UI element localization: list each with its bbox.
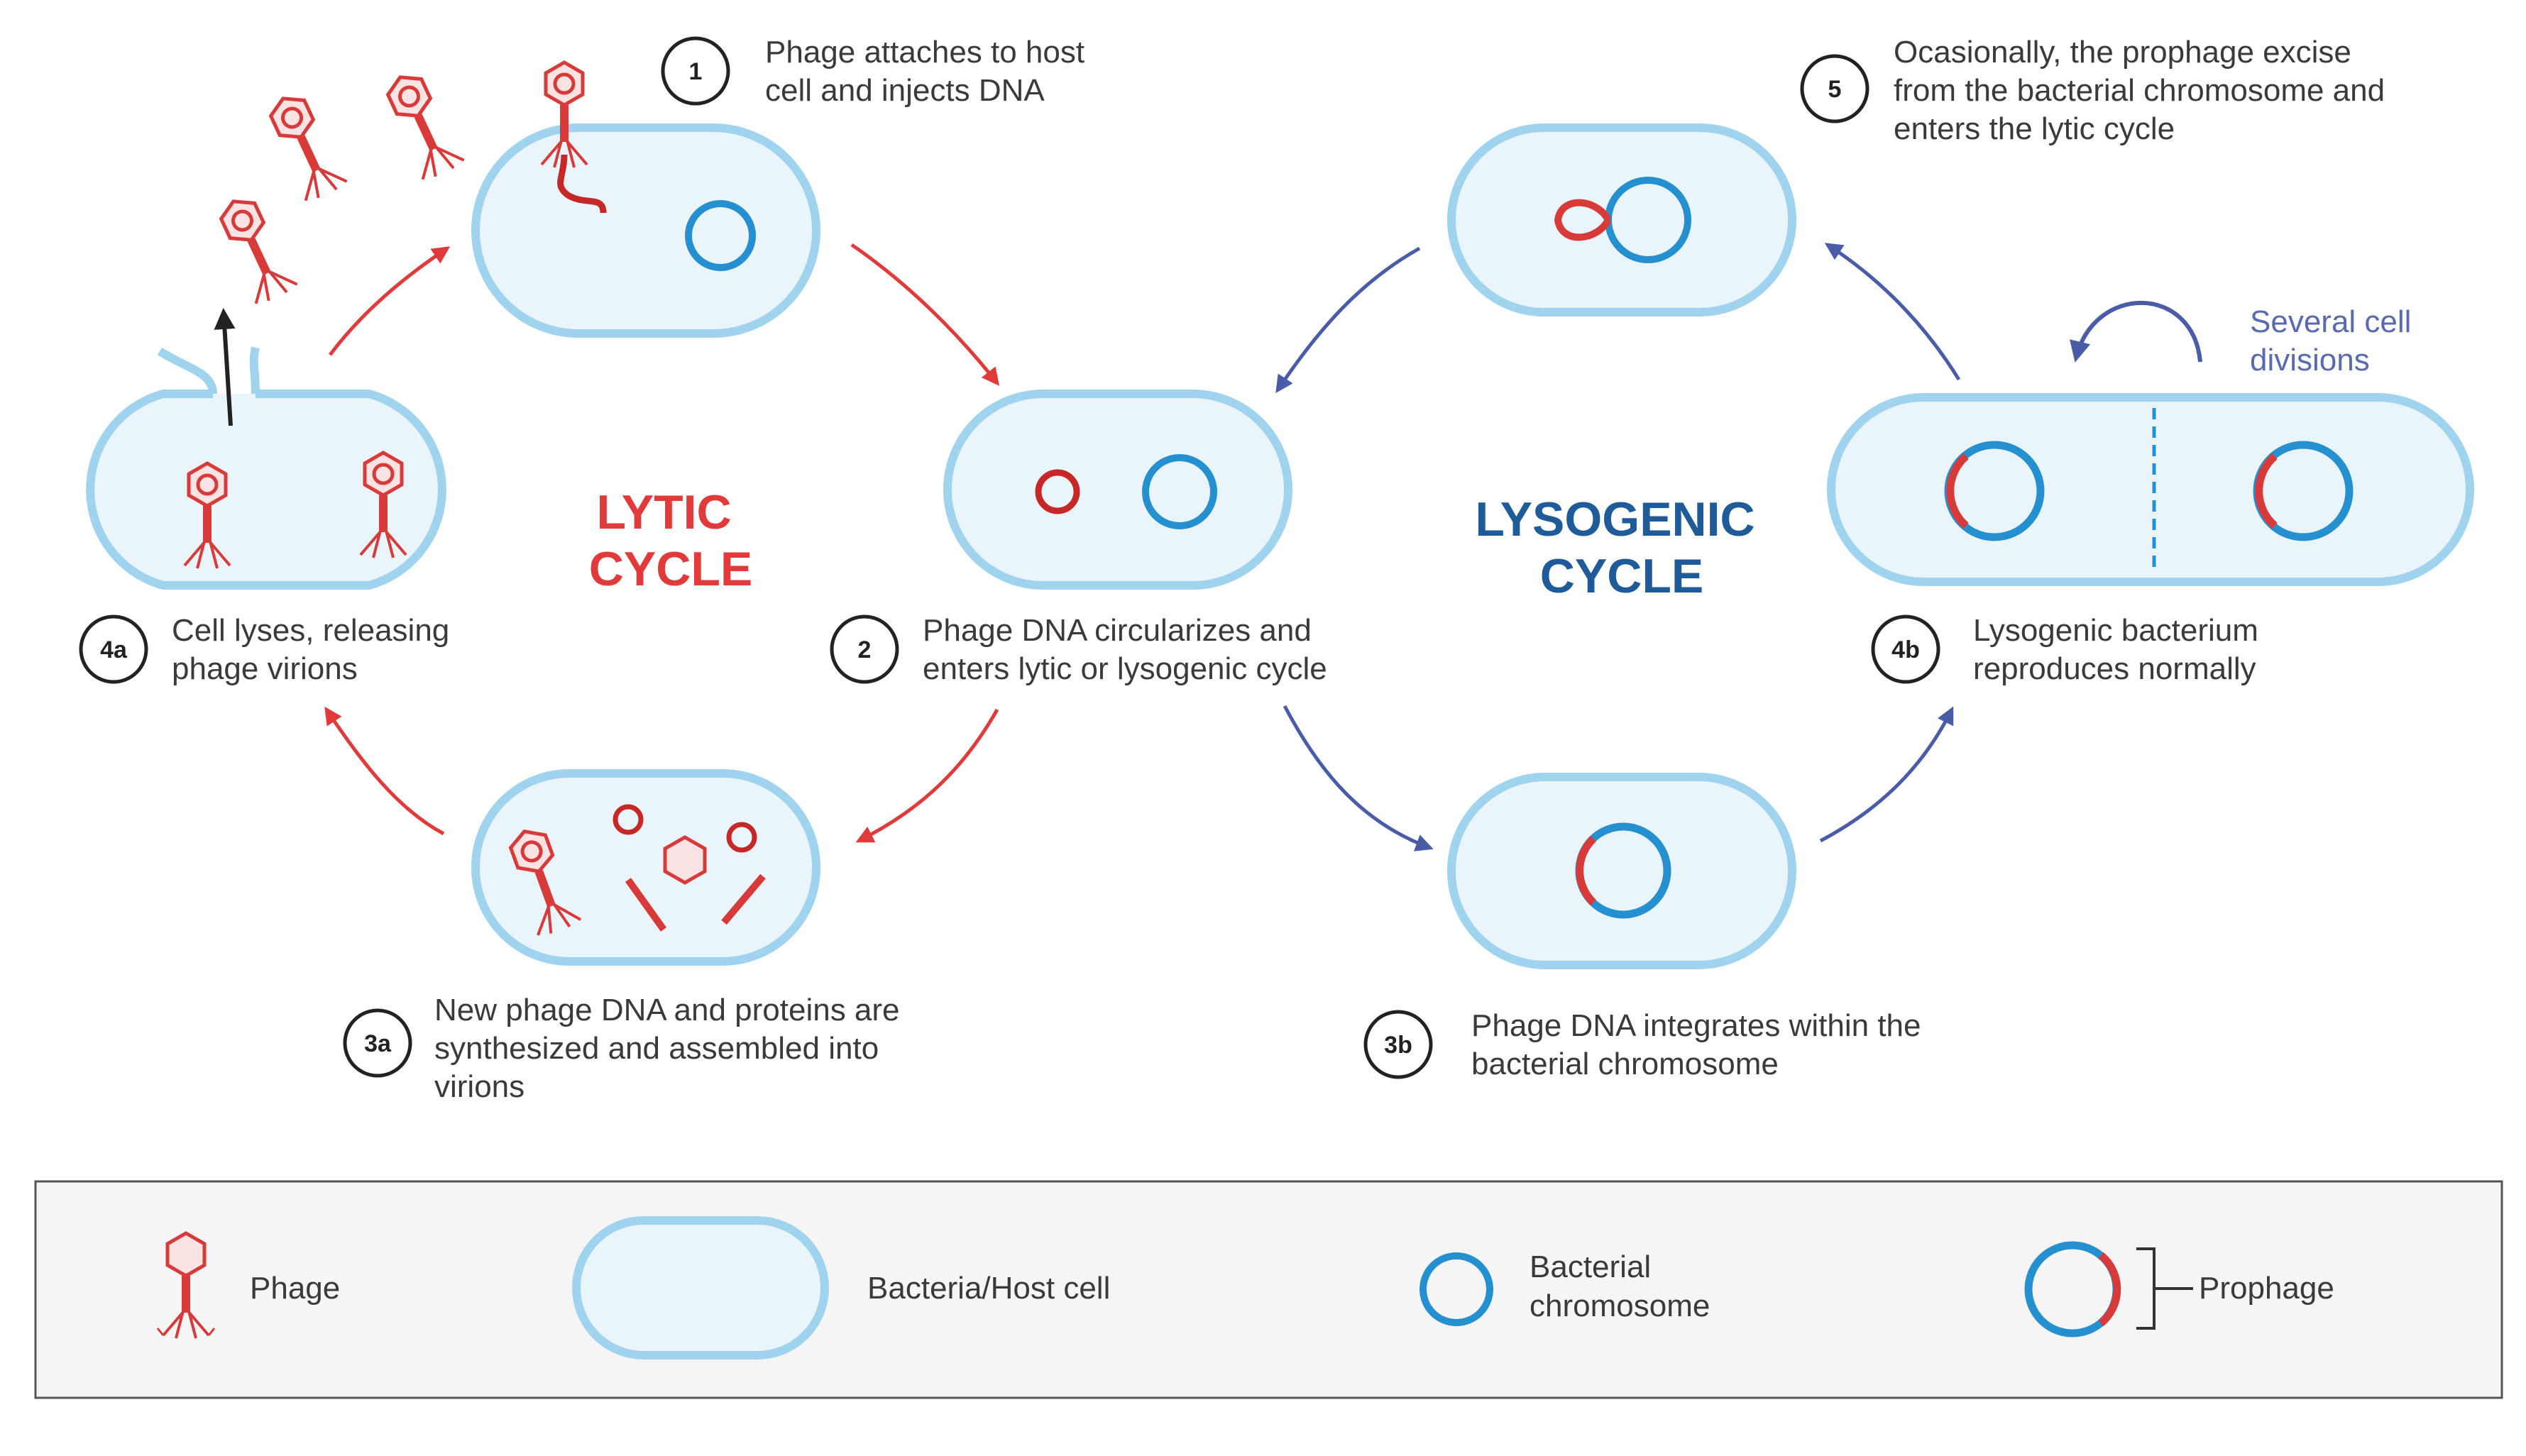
step-4a: 4a Cell lyses, releasing phage virions: [79, 613, 458, 686]
lytic-arrows: [324, 243, 1000, 843]
host-cell-legend-icon: [572, 1216, 829, 1360]
prophage-segment-icon: [1576, 836, 1596, 905]
step-badge: [661, 36, 730, 106]
step-text: Phage DNA integrates within the bacteria…: [1471, 1008, 1930, 1081]
step-3a: 3a New phage DNA and proteins are synthe…: [343, 993, 908, 1104]
step-number: 4a: [100, 636, 128, 663]
step-2: 2 Phage DNA circularizes and enters lyti…: [830, 613, 1327, 686]
legend: Phage Bacteria/Host cell Bacterial chrom…: [34, 1180, 2503, 1399]
step-text: Cell lyses, releasing phage virions: [172, 613, 458, 686]
phage-dna-circle-icon: [1035, 469, 1080, 514]
legend-phage-label: Phage: [250, 1271, 340, 1306]
step-badge: [343, 1008, 412, 1078]
step-text: Lysogenic bacterium reproduces normally: [1973, 613, 2267, 686]
step-text: New phage DNA and proteins are synthesiz…: [434, 993, 908, 1104]
step-text: Ocasionally, the prophage excise from th…: [1894, 35, 2393, 146]
cell-attach: [471, 123, 820, 338]
cell-excise: [1447, 123, 1796, 316]
step-number: 2: [858, 636, 872, 663]
step-3b: 3b Phage DNA integrates within the bacte…: [1363, 1008, 1930, 1081]
step-1: 1 Phage attaches to host cell and inject…: [661, 35, 1093, 108]
injected-dna-icon: [557, 154, 607, 214]
chromosome-legend-icon: [1419, 1252, 1493, 1326]
release-arrow: [214, 308, 236, 426]
step-number: 4b: [1891, 636, 1920, 663]
legend-box: [34, 1180, 2503, 1399]
excising-prophage-icon: [1554, 199, 1612, 241]
step-number: 1: [689, 58, 703, 85]
step-5: 5 Ocasionally, the prophage excise from …: [1800, 35, 2393, 146]
cell-circularize: [943, 390, 1292, 590]
legend-host-label: Bacteria/Host cell: [867, 1271, 1110, 1306]
step-badge: [1871, 614, 1940, 684]
step-text: Phage attaches to host cell and injects …: [765, 35, 1093, 108]
phage-capsid-icon: [663, 835, 707, 885]
division-loop-arrow: [2070, 300, 2202, 363]
bacterial-chromosome-icon: [1142, 454, 1217, 529]
several-divisions-note: Several cell divisions: [2250, 304, 2420, 377]
step-number: 5: [1828, 76, 1842, 103]
released-phage-icon: [380, 67, 466, 182]
legend-chromosome-label: Bacterial chromosome: [1530, 1250, 1710, 1323]
step-badge: [79, 614, 148, 684]
step-4b: 4b Lysogenic bacterium reproduces normal…: [1871, 613, 2267, 686]
lysogenic-arrows: [1275, 243, 1961, 851]
prophage-bracket: [2136, 1247, 2193, 1330]
step-badge: [830, 614, 899, 684]
step-number: 3a: [364, 1030, 392, 1057]
step-text: Phage DNA circularizes and enters lytic …: [923, 613, 1327, 686]
cell-lysis: [86, 308, 446, 590]
legend-prophage-label: Prophage: [2199, 1271, 2334, 1306]
released-phage-icon: [213, 192, 299, 306]
step-badge: [1363, 1010, 1433, 1079]
released-phage-icon: [263, 89, 348, 203]
lysogenic-cycle-label: LYSOGENIC CYCLE: [1475, 492, 1768, 603]
step-number: 3b: [1384, 1032, 1412, 1059]
cell-integrate: [1447, 773, 1796, 969]
step-badge: [1800, 54, 1869, 123]
cell-dividing: [1827, 393, 2474, 586]
lytic-cycle-label: LYTIC CYCLE: [589, 485, 752, 596]
bacterial-chromosome-icon: [685, 200, 756, 271]
